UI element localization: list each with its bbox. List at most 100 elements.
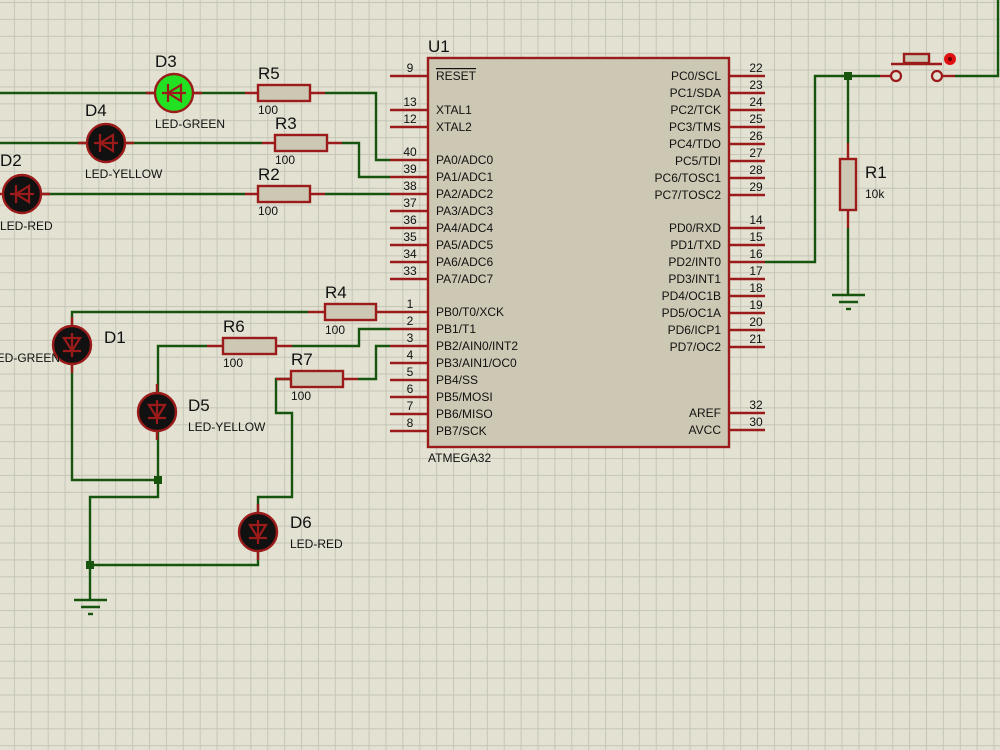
resistor-r7[interactable]: R7 100 (276, 350, 358, 403)
pin-name: PD2/INT0 (668, 255, 721, 269)
r1-value: 10k (865, 187, 885, 201)
wire-d1-gnd[interactable] (70, 365, 158, 482)
resistor-r6[interactable]: R6 100 (207, 317, 292, 370)
wire-r7-pb2[interactable] (358, 344, 390, 381)
pin-name: PD5/OC1A (662, 306, 721, 320)
pin-name: PB5/MOSI (436, 390, 493, 404)
chip-body[interactable] (426, 56, 731, 449)
wire-d5-gnd[interactable] (88, 432, 160, 600)
pin-number: 35 (403, 230, 417, 244)
led-d1[interactable]: D1LED-GREEN (0, 317, 126, 373)
wire-r5-pa0[interactable] (325, 91, 390, 162)
wire-d5-r6[interactable] (156, 344, 207, 395)
pin-number: 14 (749, 213, 763, 227)
pin-name: PB0/T0/XCK (436, 305, 504, 319)
resistor-r1[interactable]: R1 10k (838, 143, 887, 228)
diode-icon (248, 520, 268, 544)
chip-ref: U1 (428, 37, 450, 56)
resistor-r5[interactable]: R5 100 (245, 64, 325, 117)
pin-name: PA1/ADC1 (436, 170, 493, 184)
r6-value: 100 (223, 356, 243, 370)
pin-number: 22 (749, 61, 763, 75)
push-button[interactable] (880, 52, 956, 83)
diode-icon (94, 133, 118, 153)
pin-number: 23 (749, 78, 763, 92)
pin-number: 29 (749, 180, 763, 194)
pin-number: 13 (403, 95, 417, 109)
pin-number: 12 (403, 112, 417, 126)
pin-name: XTAL1 (436, 103, 472, 117)
pin-name: PB7/SCK (436, 424, 487, 438)
led-type: LED-GREEN (155, 117, 225, 131)
wire-switch-out[interactable] (955, 0, 1000, 78)
wire-pd2-switch[interactable] (765, 74, 880, 264)
wire-d1-r4[interactable] (70, 310, 308, 328)
resistor-r4[interactable]: R4 100 (308, 283, 390, 337)
resistor-r2[interactable]: R2 100 (245, 165, 325, 218)
led-type: LED-RED (0, 219, 53, 233)
pin-number: 28 (749, 163, 763, 177)
wire-r3-pa1[interactable] (342, 141, 390, 179)
pin-name: PA3/ADC3 (436, 204, 493, 218)
led-type: LED-GREEN (0, 351, 60, 365)
pin-number: 18 (749, 281, 763, 295)
wire-d6-gnd[interactable] (90, 552, 260, 567)
pin-name: PA4/ADC4 (436, 221, 493, 235)
pin-number: 7 (407, 399, 414, 413)
pin-number: 19 (749, 298, 763, 312)
chip-part: ATMEGA32 (428, 451, 491, 465)
pin-name: PA5/ADC5 (436, 238, 493, 252)
junction (86, 561, 94, 569)
pin-number: 21 (749, 332, 763, 346)
r4-ref: R4 (325, 283, 347, 302)
resistor-r3[interactable]: R3 100 (262, 114, 342, 167)
pin-name: PC3/TMS (669, 120, 721, 134)
wire-r7-d6[interactable] (256, 377, 294, 512)
wire-r6-pb1[interactable] (292, 327, 390, 348)
